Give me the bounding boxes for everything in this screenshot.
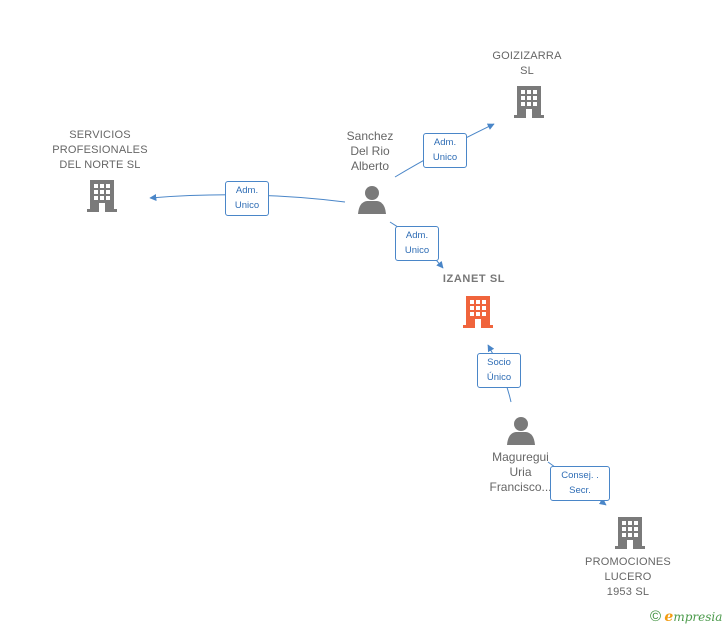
building-icon[interactable]: [462, 294, 494, 328]
edge-label-sanchez-izanet[interactable]: Adm. Unico: [395, 226, 439, 261]
person-icon[interactable]: [357, 184, 387, 214]
building-icon[interactable]: [614, 515, 646, 549]
building-icon[interactable]: [86, 178, 118, 212]
edge-label-sanchez-goizizarra[interactable]: Adm. Unico: [423, 133, 467, 168]
company-label-goizizarra[interactable]: GOIZIZARRA SL: [492, 50, 562, 77]
building-icon[interactable]: [513, 84, 545, 118]
person-label-maguregui[interactable]: Maguregui Uria Francisco...: [489, 450, 552, 494]
edge-label-sanchez-servicios[interactable]: Adm. Unico: [225, 181, 269, 216]
company-label-servicios[interactable]: SERVICIOS PROFESIONALES DEL NORTE SL: [52, 129, 148, 171]
brand-name: empresia: [664, 608, 723, 625]
edge-label-maguregui-promociones[interactable]: Consej. . Secr.: [550, 466, 610, 501]
person-label-sanchez[interactable]: Sanchez Del Rio Alberto: [346, 129, 394, 173]
edge-label-maguregui-izanet[interactable]: Socio Único: [477, 353, 521, 388]
person-icon[interactable]: [506, 415, 536, 445]
company-label-promociones[interactable]: PROMOCIONES LUCERO 1953 SL: [585, 556, 671, 598]
empresia-logo: © empresia: [650, 608, 722, 628]
copyright-symbol: ©: [650, 608, 662, 625]
company-label-izanet[interactable]: IZANET SL: [442, 273, 506, 285]
